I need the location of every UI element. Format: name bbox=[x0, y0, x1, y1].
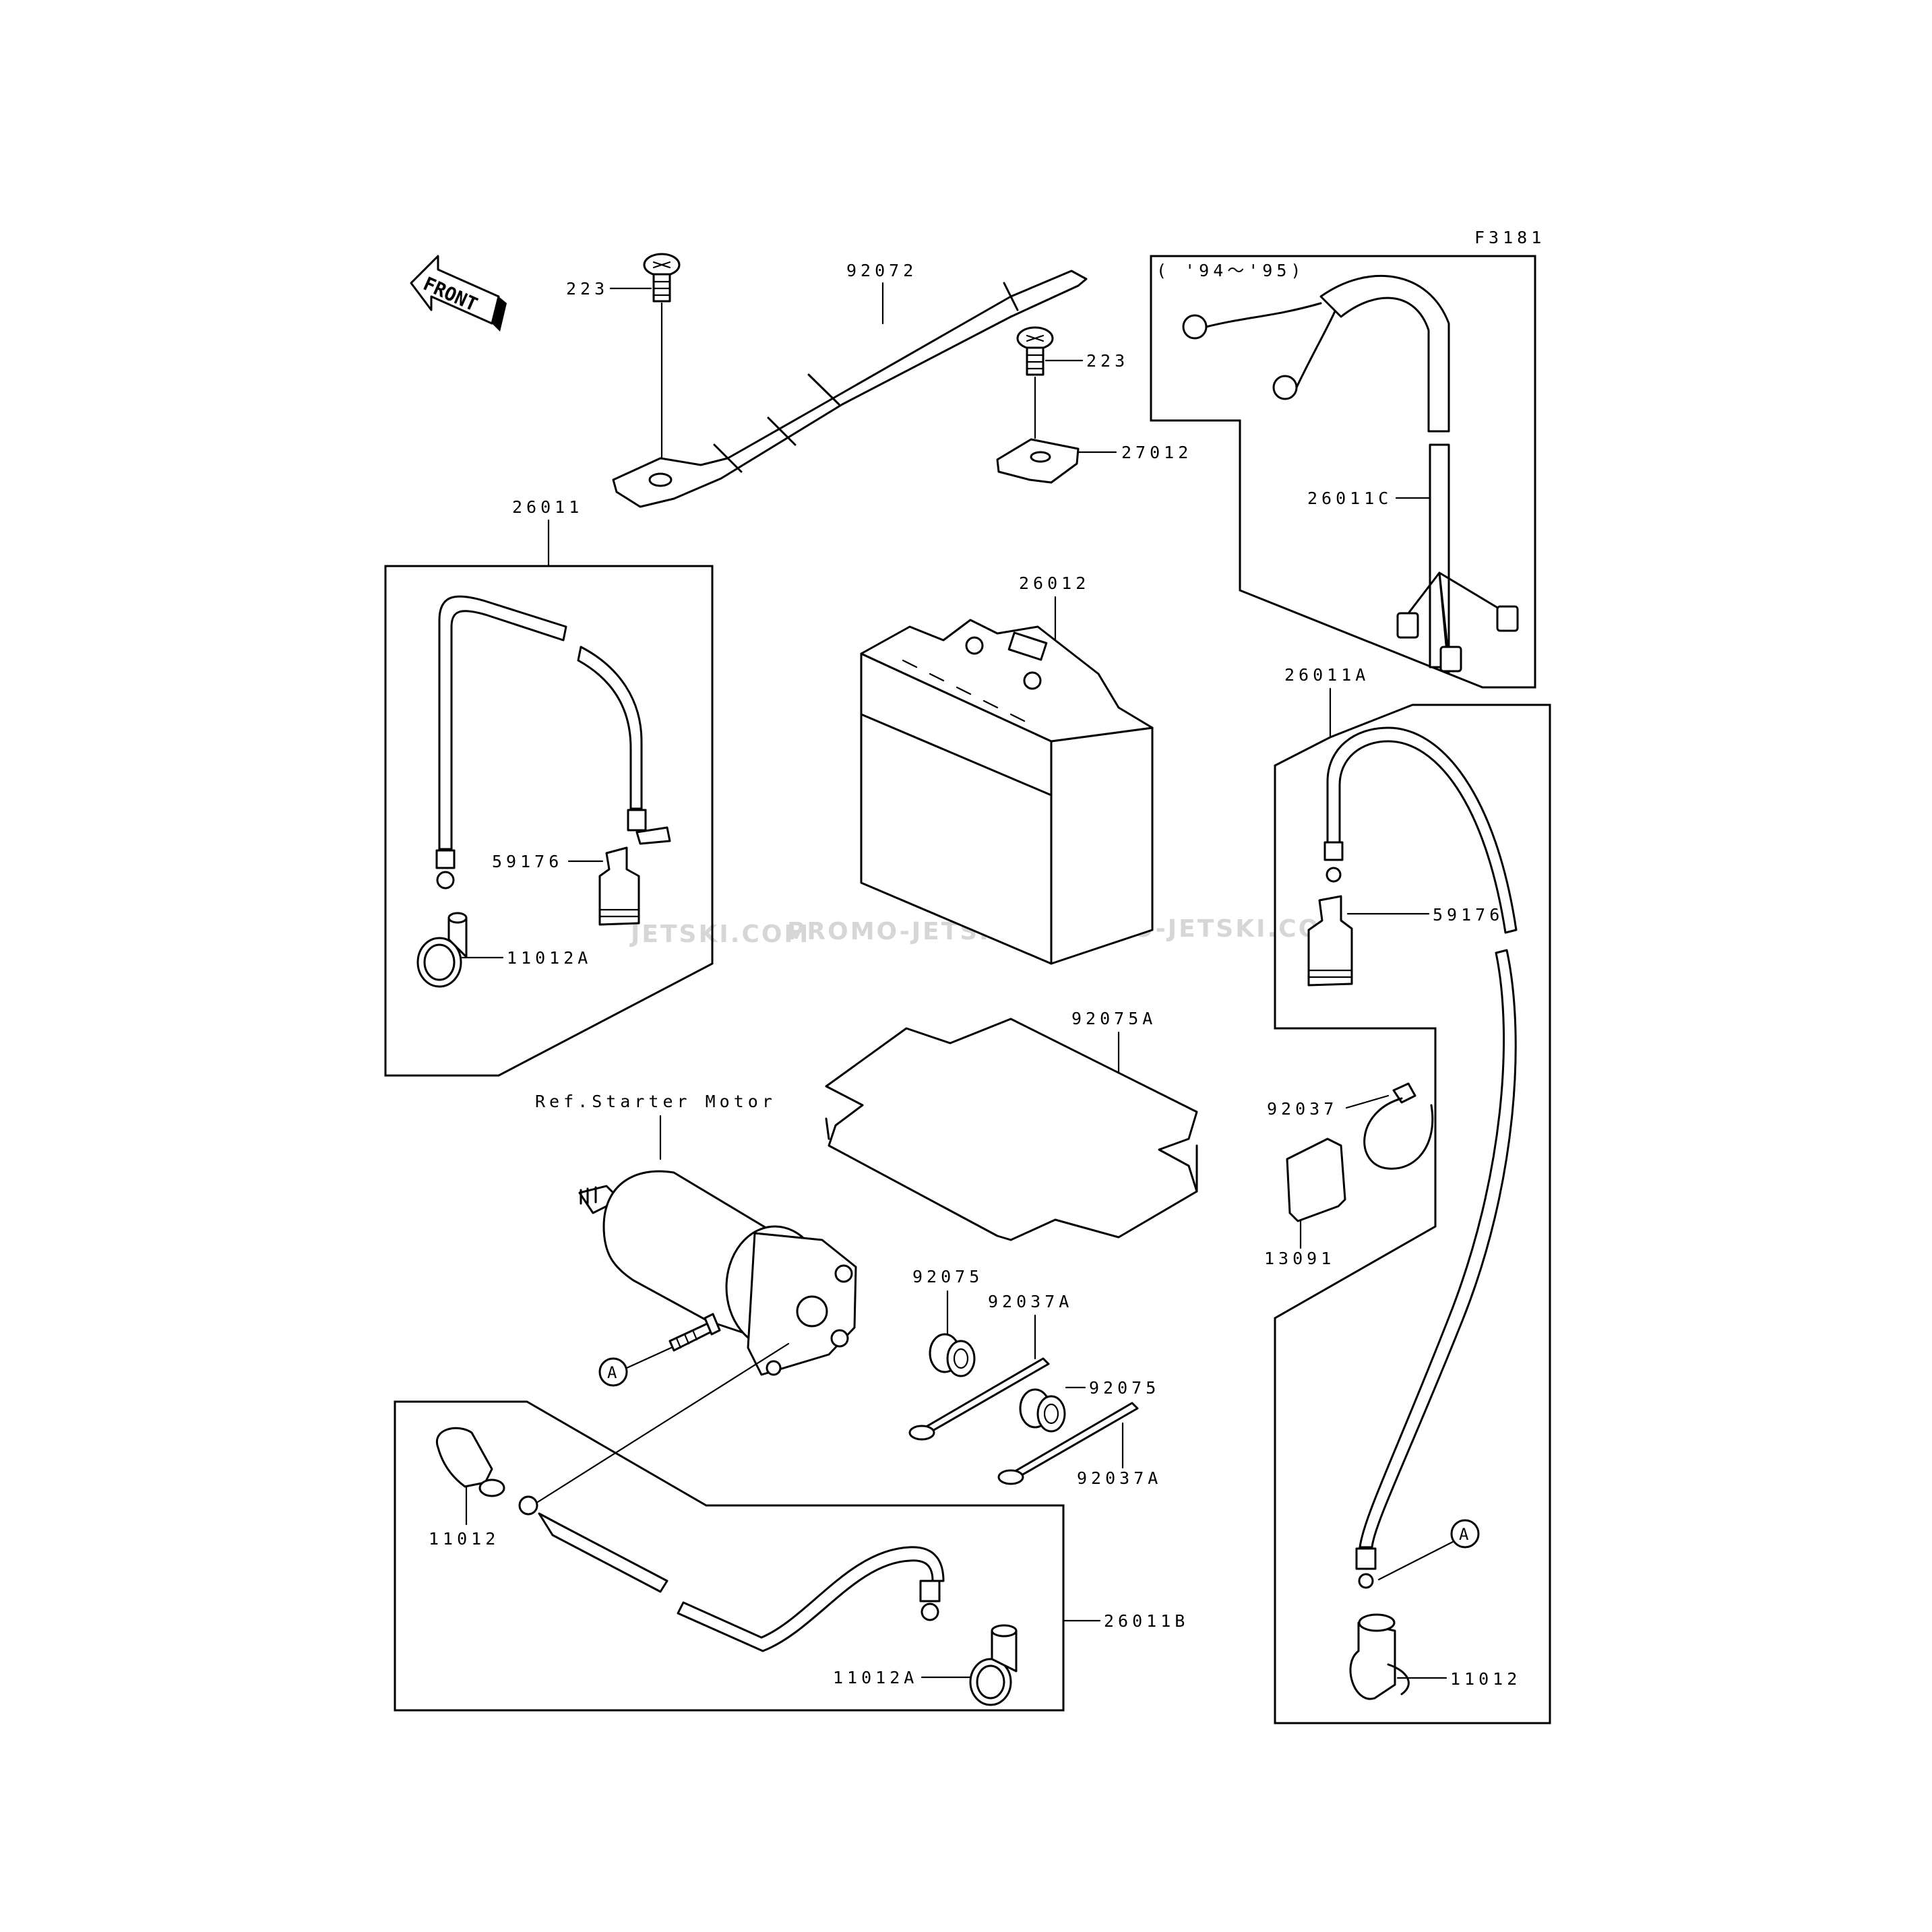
label-59176-left: 59176 bbox=[492, 852, 563, 871]
cable-26011B-box bbox=[394, 1400, 1065, 1712]
marker-A-left-label: A bbox=[607, 1363, 617, 1382]
label-92075A: 92075A bbox=[1071, 1009, 1156, 1028]
label-27012: 27012 bbox=[1121, 443, 1192, 462]
harness-callout-box bbox=[1150, 255, 1536, 689]
terminal-bolt bbox=[668, 1313, 721, 1352]
front-arrow-icon: FRONT bbox=[410, 255, 507, 332]
label-11012A-bottom: 11012A bbox=[833, 1668, 918, 1687]
label-26011B: 26011B bbox=[1104, 1611, 1189, 1631]
label-11012A-left: 11012A bbox=[507, 948, 592, 968]
grommet-92075-bottom bbox=[1019, 1388, 1066, 1433]
label-92072: 92072 bbox=[846, 261, 917, 280]
cover-59176-left bbox=[598, 846, 640, 926]
cap-11012-bottom-left bbox=[435, 1427, 505, 1497]
label-92037A-top: 92037A bbox=[988, 1292, 1073, 1311]
marker-A-right-label: A bbox=[1459, 1525, 1469, 1544]
band-92037 bbox=[1363, 1082, 1434, 1170]
marker-A-right: A bbox=[1450, 1519, 1480, 1549]
label-13091: 13091 bbox=[1264, 1249, 1335, 1268]
label-223-left: 223 bbox=[566, 279, 609, 299]
cable-26011A-box bbox=[1274, 704, 1551, 1724]
cap-11012A-bottom bbox=[969, 1624, 1018, 1706]
label-59176-right: 59176 bbox=[1433, 905, 1503, 925]
seal-13091 bbox=[1286, 1138, 1346, 1222]
cable-26011 bbox=[435, 595, 671, 890]
label-223-right: 223 bbox=[1086, 351, 1129, 371]
label-26011: 26011 bbox=[512, 497, 583, 517]
year-note: ( '94～'95) bbox=[1156, 261, 1305, 280]
mat-92075A bbox=[825, 1018, 1198, 1241]
harness-26011C bbox=[1182, 274, 1519, 675]
clamp-27012 bbox=[996, 438, 1080, 484]
label-92037: 92037 bbox=[1267, 1099, 1338, 1119]
label-92075-bottom: 92075 bbox=[1089, 1378, 1160, 1398]
band-92037A-bottom bbox=[997, 1402, 1139, 1485]
marker-A-left: A bbox=[598, 1357, 628, 1387]
cover-59176-right bbox=[1307, 895, 1353, 987]
cable-26011A bbox=[1323, 726, 1518, 1589]
band-92037A-top bbox=[908, 1357, 1050, 1441]
ref-label-starter-motor: Ref.Starter Motor bbox=[535, 1092, 776, 1111]
grommet-92075-top bbox=[929, 1333, 976, 1377]
screw-223-left bbox=[643, 253, 681, 303]
cap-11012-right bbox=[1349, 1613, 1410, 1700]
label-26012: 26012 bbox=[1019, 573, 1090, 593]
watermark-1: JETSKI.COM bbox=[629, 921, 810, 948]
battery-strap-92072 bbox=[612, 270, 1088, 508]
figure-code: F3181 bbox=[1474, 228, 1545, 247]
label-92037A-bottom: 92037A bbox=[1077, 1468, 1162, 1488]
battery-26012 bbox=[860, 619, 1154, 965]
starter-motor bbox=[578, 1170, 857, 1376]
label-26011A: 26011A bbox=[1284, 665, 1369, 685]
cap-11012A-left bbox=[416, 912, 468, 988]
label-11012-right: 11012 bbox=[1450, 1669, 1521, 1689]
cable-26011-box bbox=[384, 565, 714, 1077]
cable-26011B bbox=[518, 1342, 945, 1652]
label-26011C: 26011C bbox=[1307, 489, 1392, 508]
label-11012-bottom-left: 11012 bbox=[429, 1529, 499, 1549]
label-92075-top: 92075 bbox=[912, 1267, 983, 1286]
screw-223-right bbox=[1016, 326, 1054, 376]
